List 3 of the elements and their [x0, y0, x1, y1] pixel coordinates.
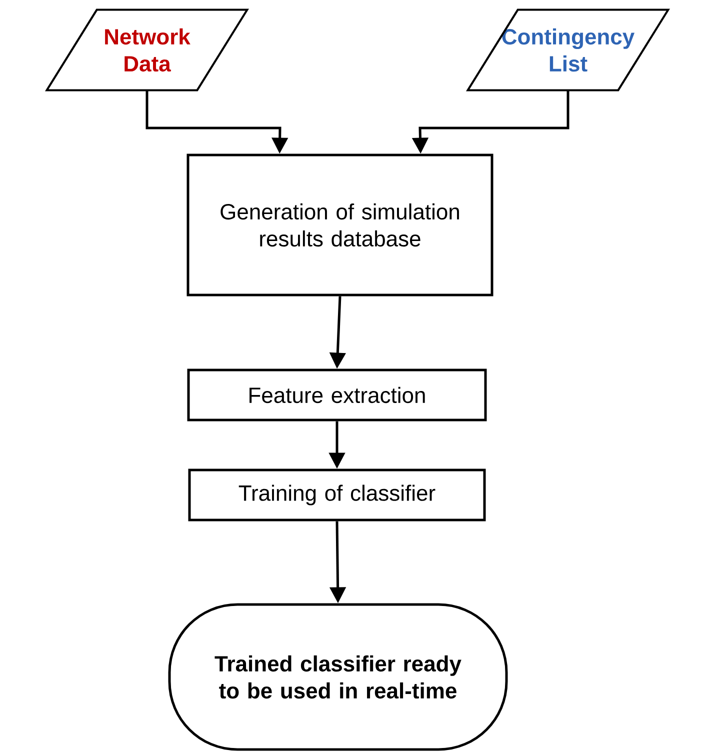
- process-box: Generation of simulation results database: [186, 154, 494, 296]
- process-box: Training of classifier: [188, 468, 486, 522]
- process-box: Feature extraction: [187, 368, 487, 422]
